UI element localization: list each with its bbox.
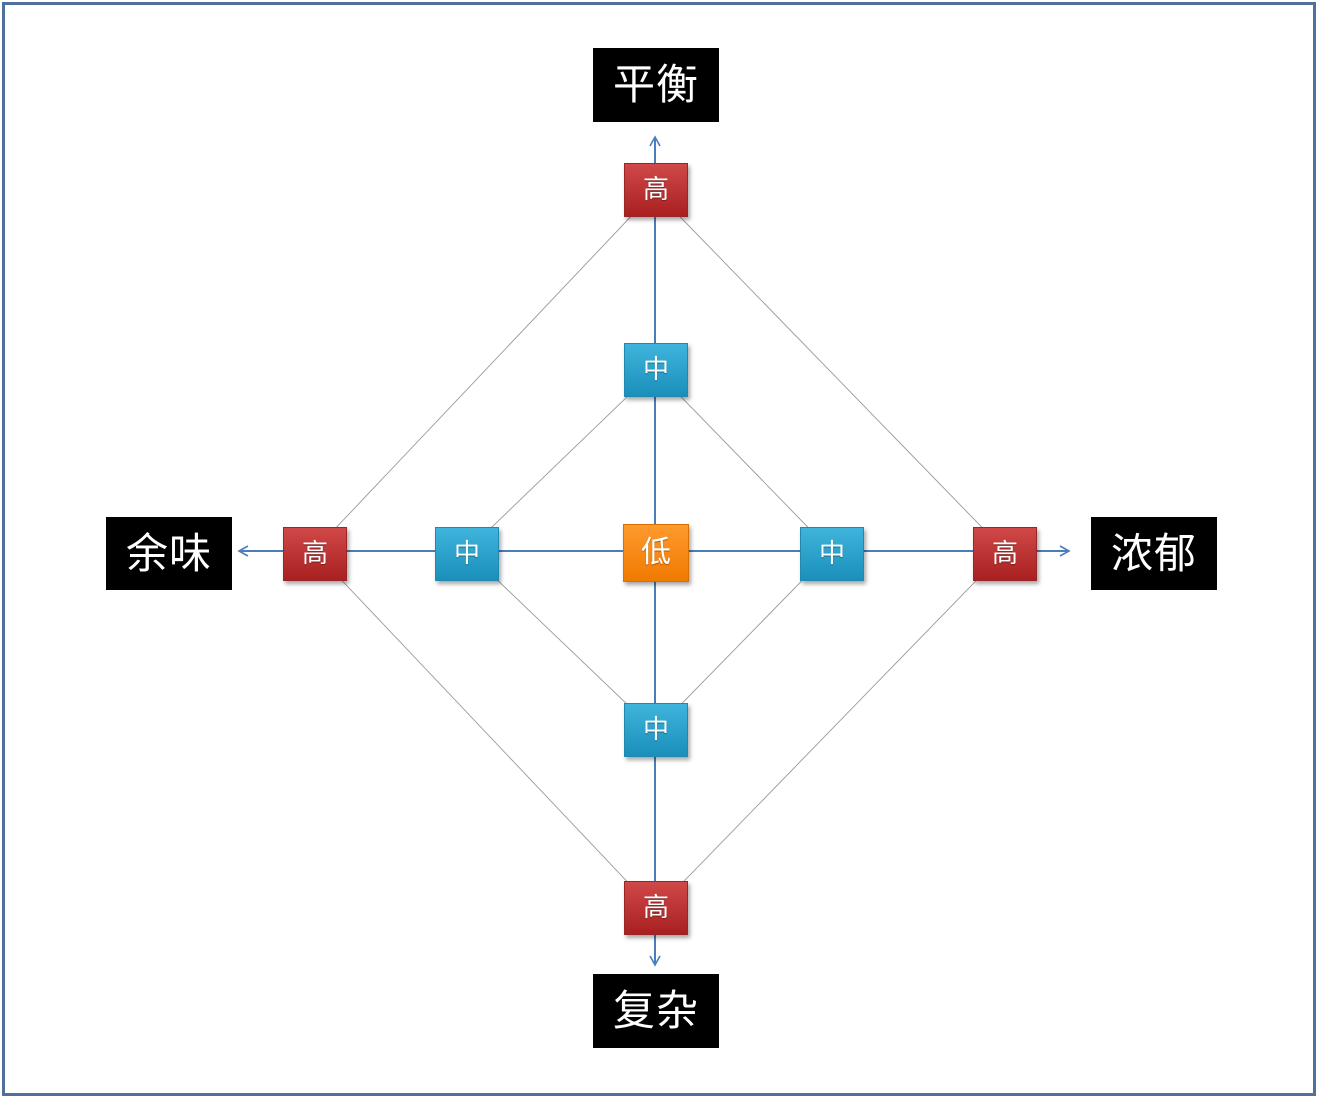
node-high-right: 高	[973, 527, 1037, 581]
axis-label-left: 余味	[106, 517, 232, 590]
node-mid-left: 中	[435, 527, 499, 581]
node-high-top: 高	[624, 163, 688, 217]
node-mid-bottom: 中	[624, 703, 688, 757]
axis-label-bottom: 复杂	[593, 974, 719, 1048]
node-high-left: 高	[283, 527, 347, 581]
node-mid-top: 中	[624, 343, 688, 397]
axis-label-top: 平衡	[593, 48, 719, 122]
node-low-center: 低	[623, 524, 689, 582]
node-high-bottom: 高	[624, 881, 688, 935]
axis-label-right: 浓郁	[1091, 517, 1217, 590]
node-mid-right: 中	[800, 527, 864, 581]
